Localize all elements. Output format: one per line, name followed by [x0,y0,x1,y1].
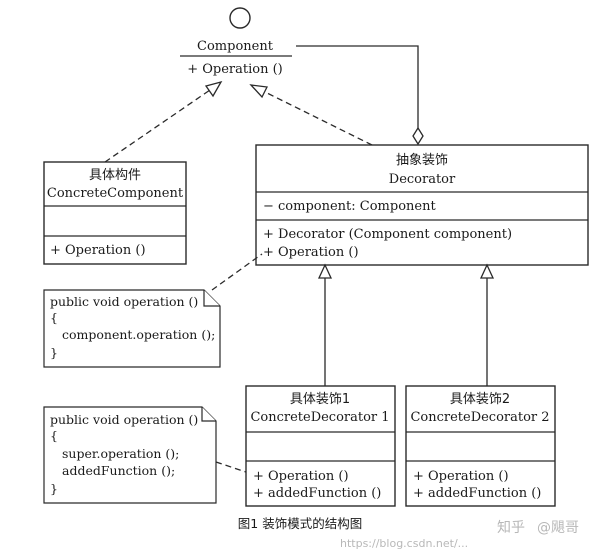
decorator-name: Decorator [389,172,456,187]
concrete-decorator-1-operation: + Operation () [253,469,349,484]
note-line: super.operation (); [62,446,179,461]
concrete-decorator-2-added-function: + addedFunction () [413,486,541,501]
concrete-decorator-note: public void operation () { super.operati… [43,406,247,504]
aggregation-link [296,45,424,146]
concrete-decorator-1-added-function: + addedFunction () [253,486,381,501]
figure-caption: 图1 装饰模式的结构图 [238,516,362,531]
note-line: addedFunction (); [62,463,175,478]
note-anchor-line [211,253,263,291]
realization-arrowhead-icon [249,84,268,99]
note-line: { [50,428,58,443]
concrete-decorator-1-name: ConcreteDecorator 1 [250,410,389,425]
watermark-author: @飓哥 [537,520,579,536]
component-interface: Component + Operation () [180,7,292,77]
note-box [43,406,217,504]
aggregation-diamond-icon [412,126,424,146]
note-line: public void operation () [50,294,198,309]
note-fold-icon [203,290,220,307]
decorator-realization [249,84,373,146]
note-anchor-line [215,461,247,473]
note-line: component.operation (); [62,327,215,342]
note-line: public void operation () [50,412,198,427]
decorator-name-cn: 抽象装饰 [396,153,448,168]
generalization-arrowhead-icon [317,263,333,279]
realization-line-concrete-component [104,89,211,163]
concrete-component-realization [104,80,223,163]
decorator-note: public void operation () { component.ope… [43,253,263,368]
concrete-component-operation: + Operation () [50,243,146,258]
note-line: { [50,310,58,325]
concrete-decorator-2-name-cn: 具体装饰2 [450,392,510,407]
generalization-links [317,263,495,386]
concrete-decorator-1-box [245,385,396,507]
aggregation-line [296,45,419,128]
note-fold-icon [201,407,216,422]
concrete-decorator-2-operation: + Operation () [413,469,509,484]
component-name: Component [197,39,274,54]
realization-arrowhead-icon [204,80,223,98]
note-line: } [50,481,58,496]
watermark-url: https://blog.csdn.net/... [340,537,468,550]
interface-lollipop-icon [229,7,251,29]
decorator-attribute: − component: Component [263,199,436,214]
concrete-decorator-1-name-cn: 具体装饰1 [290,392,350,407]
decorator-class: 抽象装饰 Decorator − component: Component + … [255,144,589,266]
concrete-decorator-2-name: ConcreteDecorator 2 [410,410,549,425]
concrete-component-name: ConcreteComponent [47,186,184,201]
note-box [43,289,221,368]
concrete-component-box [43,161,187,265]
concrete-component-class: 具体构件 ConcreteComponent + Operation () [43,161,187,265]
decorator-constructor: + Decorator (Component component) [263,227,512,242]
watermark-brand: 知乎 [497,519,525,536]
note-line: } [50,345,58,360]
realization-line-decorator [264,91,373,146]
concrete-decorator-2-class: 具体装饰2 ConcreteDecorator 2 + Operation ()… [405,385,556,507]
component-operation: + Operation () [187,62,283,77]
decorator-operation: + Operation () [263,245,359,260]
concrete-decorator-2-box [405,385,556,507]
concrete-decorator-1-class: 具体装饰1 ConcreteDecorator 1 + Operation ()… [245,385,396,507]
watermark: https://blog.csdn.net/... 知乎 @飓哥 [340,519,579,550]
concrete-component-name-cn: 具体构件 [89,168,141,183]
decorator-box [255,144,589,266]
generalization-arrowhead-icon [479,263,495,279]
